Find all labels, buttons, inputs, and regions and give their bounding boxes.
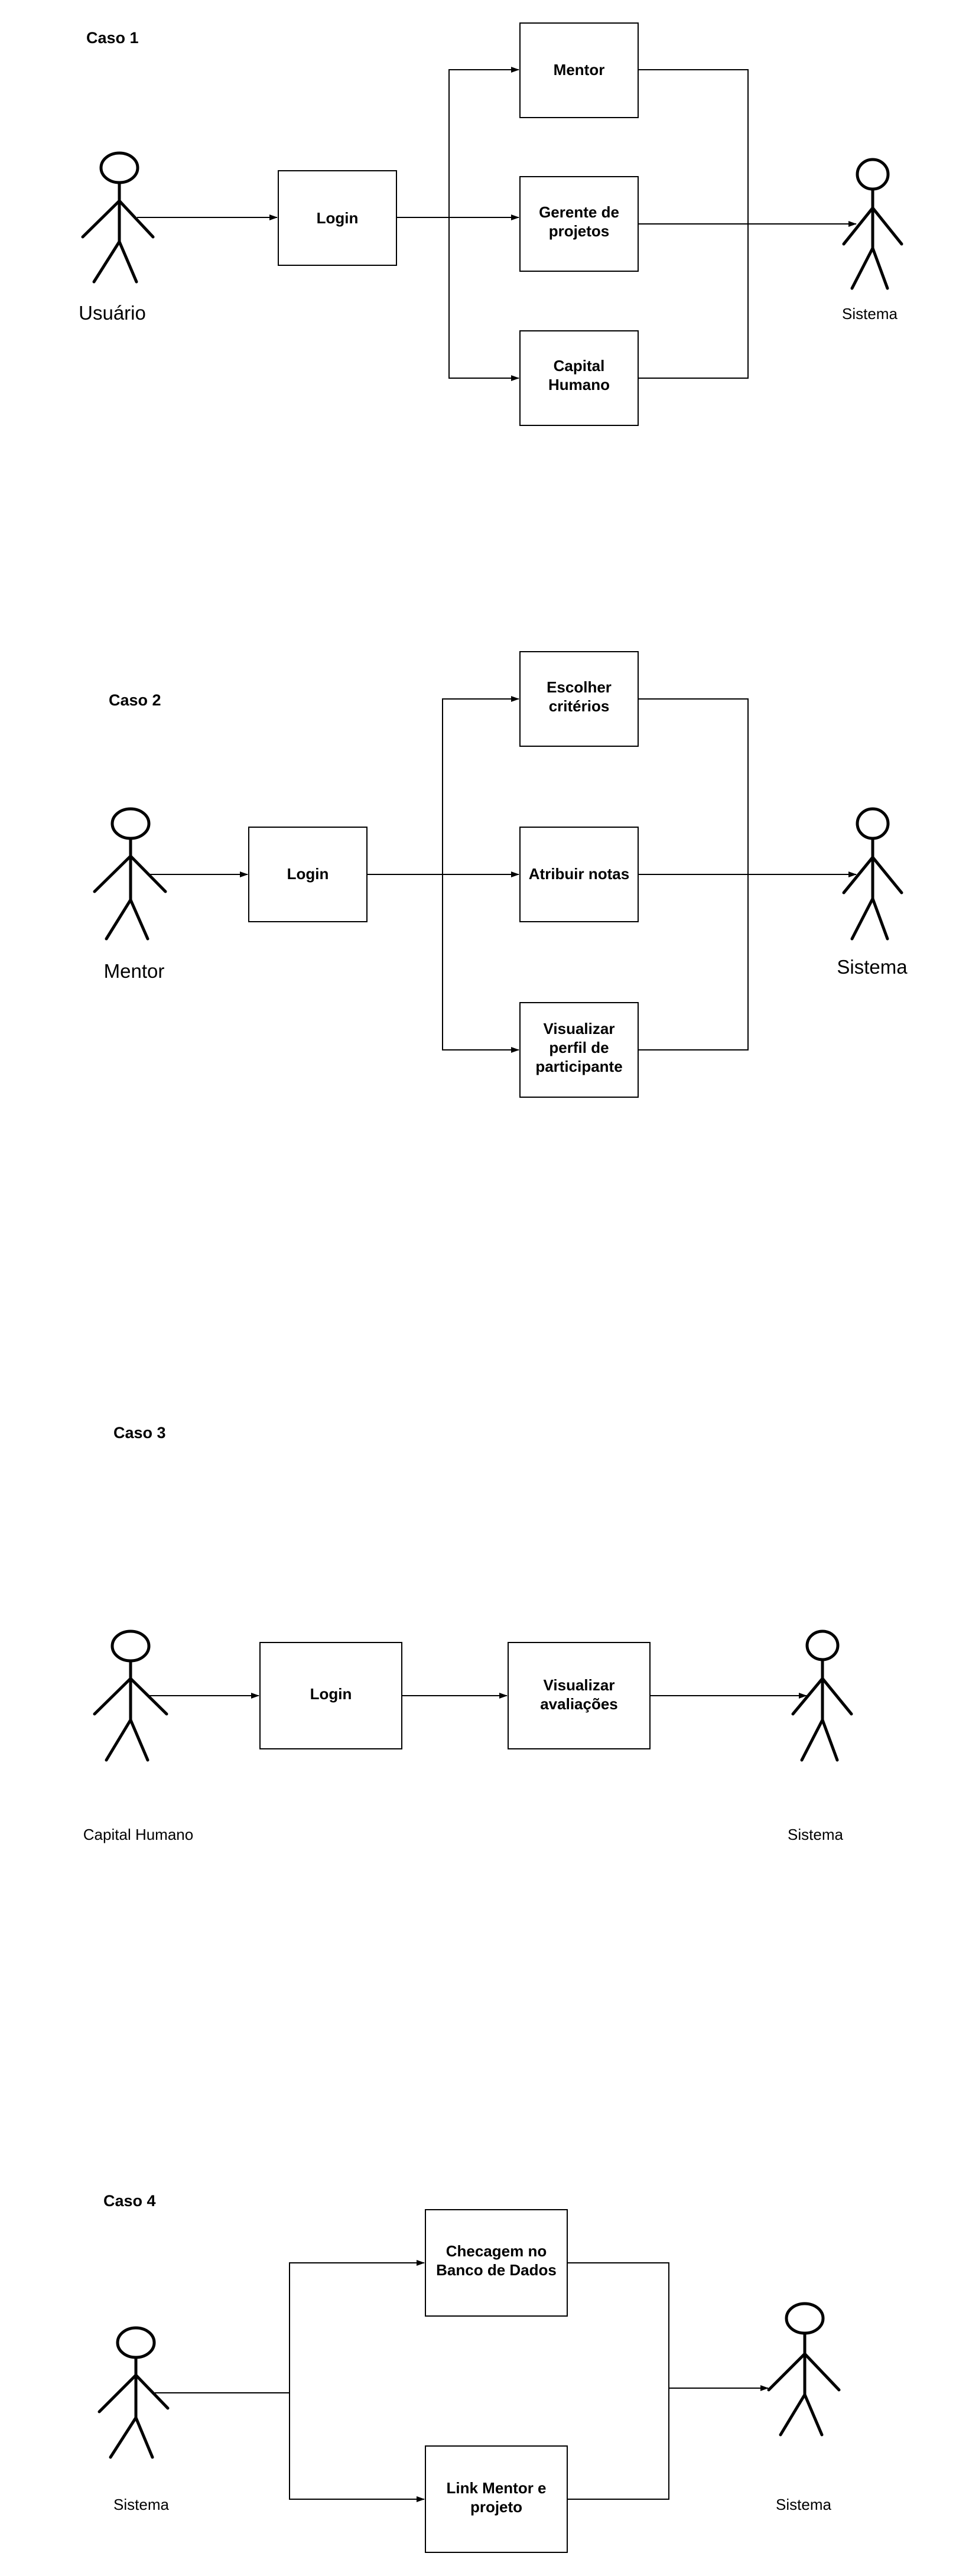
actor-sistema-label: Sistema bbox=[837, 956, 908, 978]
escolher-criterios-box bbox=[519, 651, 639, 747]
login-box bbox=[259, 1642, 402, 1749]
visualizar-avaliacoes-box bbox=[508, 1642, 651, 1749]
login-box bbox=[278, 170, 397, 266]
caso-2-title: Caso 2 bbox=[109, 691, 161, 709]
login-label: Login bbox=[317, 209, 359, 227]
arrow-login-escolher bbox=[442, 696, 519, 874]
arrow-sistema-checagem bbox=[155, 2260, 425, 2393]
caso-3: Caso 3 Capital Humano Sistema Login Visu… bbox=[83, 1424, 853, 1843]
caso-1-title: Caso 1 bbox=[86, 29, 139, 47]
escolher-label-line2: critérios bbox=[549, 697, 610, 715]
mentor-box bbox=[519, 22, 639, 118]
capital-label-line1: Capital bbox=[554, 357, 605, 375]
caso-4: Caso 4 Sistema Sistema Checagem no Banco… bbox=[97, 2192, 841, 2553]
checagem-label-line2: Banco de Dados bbox=[436, 2261, 557, 2279]
actor-capital-humano-icon bbox=[93, 1629, 168, 1762]
escolher-label-line1: Escolher bbox=[547, 678, 612, 696]
link-label-line1: Link Mentor e bbox=[446, 2479, 546, 2497]
actor-sistema-icon bbox=[842, 807, 903, 941]
visualizar-label-line1: Visualizar bbox=[544, 1020, 615, 1037]
caso-3-title: Caso 3 bbox=[113, 1424, 166, 1442]
actor-sistema-label: Sistema bbox=[842, 305, 898, 323]
visualizar-avaliacoes-line1: Visualizar bbox=[544, 1676, 615, 1694]
actor-sistema-icon bbox=[791, 1629, 853, 1762]
link-label-line2: projeto bbox=[470, 2498, 522, 2516]
caso-1: Caso 1 Usuário Sistema Login Mentor Gere… bbox=[79, 22, 903, 426]
actor-usuario-icon bbox=[81, 151, 155, 284]
actor-mentor-label: Mentor bbox=[104, 960, 165, 982]
connector-right bbox=[567, 2262, 669, 2500]
login-label: Login bbox=[287, 865, 329, 883]
link-mentor-projeto-box bbox=[425, 2445, 568, 2553]
actor-sistema-label: Sistema bbox=[788, 1826, 843, 1843]
arrow-login-capital bbox=[448, 217, 519, 381]
actor-mentor-icon bbox=[93, 807, 167, 941]
gerente-label-line1: Gerente de bbox=[539, 203, 619, 221]
login-label: Login bbox=[310, 1685, 352, 1703]
capital-box bbox=[519, 330, 639, 426]
mentor-label: Mentor bbox=[554, 61, 605, 79]
caso-4-title: Caso 4 bbox=[103, 2192, 156, 2210]
capital-label-line2: Humano bbox=[548, 376, 610, 393]
actor-sistema-right-icon bbox=[767, 2302, 841, 2437]
arrow-login-visualizar bbox=[442, 874, 519, 1053]
actor-sistema-left-icon bbox=[97, 2326, 170, 2459]
login-box bbox=[248, 827, 368, 922]
actor-usuario-label: Usuário bbox=[79, 302, 146, 324]
gerente-box bbox=[519, 176, 639, 272]
atribuir-notas-label: Atribuir notas bbox=[529, 865, 629, 883]
actor-sistema-left-label: Sistema bbox=[113, 2496, 169, 2513]
actor-capital-humano-label: Capital Humano bbox=[83, 1826, 193, 1843]
visualizar-avaliacoes-line2: avaliações bbox=[540, 1695, 618, 1713]
actor-sistema-right-label: Sistema bbox=[776, 2496, 831, 2513]
actor-sistema-icon bbox=[842, 158, 903, 290]
visualizar-perfil-box bbox=[519, 1002, 639, 1098]
caso-2: Caso 2 Mentor Sistema Login Escolher cri… bbox=[93, 651, 908, 1098]
checagem-label-line1: Checagem no bbox=[446, 2242, 547, 2260]
visualizar-label-line3: participante bbox=[535, 1058, 622, 1075]
arrow-login-mentor bbox=[448, 67, 519, 217]
atribuir-notas-box bbox=[519, 827, 639, 922]
gerente-label-line2: projetos bbox=[549, 222, 610, 240]
visualizar-label-line2: perfil de bbox=[549, 1039, 609, 1056]
arrow-sistema-link bbox=[289, 2393, 425, 2502]
